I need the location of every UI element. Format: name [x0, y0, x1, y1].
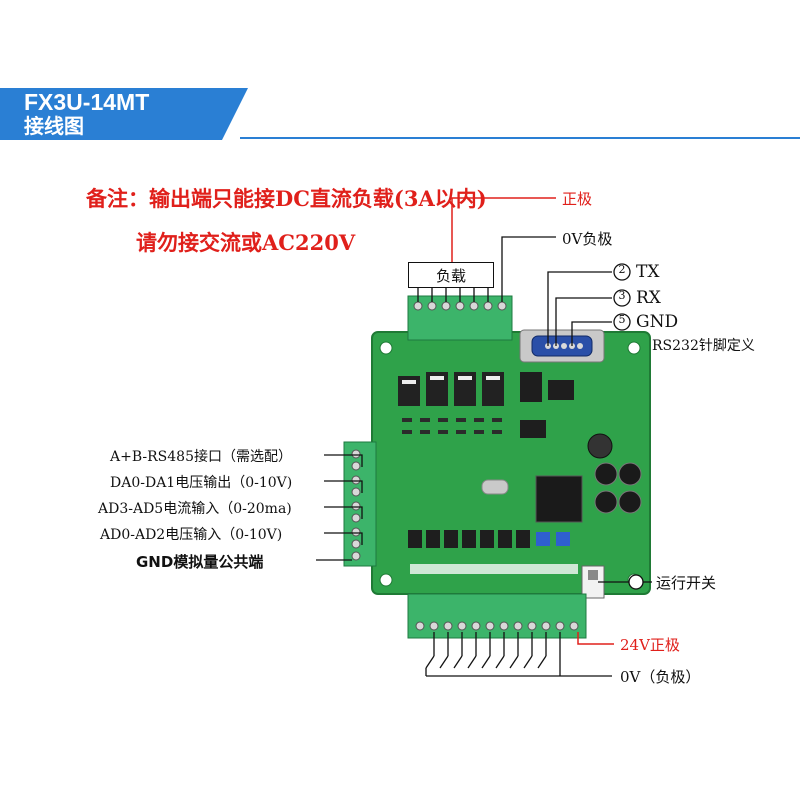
pin-number-circle-rx: [613, 289, 631, 307]
electrolytic-capacitors: [594, 462, 642, 514]
v24-positive-label: 24V正极: [620, 636, 680, 654]
header-band: [0, 88, 248, 140]
ic-chip: [520, 420, 546, 438]
output-transistors: [398, 372, 504, 406]
pin-number-circle-tx: [613, 263, 631, 281]
pin-number-gnd: 5: [618, 313, 626, 326]
input-silkscreen: [410, 564, 578, 574]
input-terminal-block: [407, 593, 587, 639]
warning-note-line2: 请勿接交流或AC220V: [136, 230, 356, 255]
input-terminal-screws: [415, 621, 579, 631]
rx-label: RX: [636, 288, 661, 308]
gnd-common-label: GND模拟量公共端: [136, 553, 264, 571]
ad-current-label: AD3-AD5电流输入（0-20ma): [98, 501, 292, 517]
da-output-label: DA0-DA1电压输出（0-10V): [110, 475, 293, 491]
run-switch-marker: [628, 574, 644, 590]
gnd-leader: [571, 321, 612, 346]
input-switches: [425, 632, 612, 677]
ad-voltage-label: AD0-AD2电压输入（0-10V): [100, 527, 283, 543]
potentiometer: [556, 532, 570, 546]
analog-leaders: [316, 454, 363, 561]
mount-hole: [379, 573, 393, 587]
inductor: [587, 433, 613, 459]
zero-v-leader: [501, 236, 556, 302]
output-terminal-screws: [413, 301, 507, 311]
header-subtitle: 接线图: [24, 114, 84, 138]
optocouplers: [408, 530, 530, 548]
analog-terminal-screws: [351, 449, 361, 561]
pin-number-rx: 3: [618, 289, 626, 302]
ic-chip: [520, 372, 542, 402]
pin-number-tx: 2: [618, 263, 626, 276]
ic-chip: [548, 380, 574, 400]
tx-leader: [547, 271, 612, 346]
positive-leader: [451, 197, 556, 262]
warning-note-line1: 备注：输出端只能接DC直流负载(3A以内): [86, 186, 487, 211]
header-title: FX3U-14MT: [24, 89, 150, 115]
crystal: [481, 479, 509, 495]
rs485-label: A+B-RS485接口（需选配）: [110, 449, 292, 465]
mount-hole: [627, 341, 641, 355]
potentiometer: [536, 532, 550, 546]
run-switch-knob: [588, 570, 598, 580]
rs232-label: RS232针脚定义: [652, 338, 755, 354]
zero-v-negative-label: 0V负极: [562, 230, 613, 248]
pin-number-circle-gnd: [613, 313, 631, 331]
resistor-rows: [402, 418, 502, 434]
v24-leader: [577, 632, 614, 645]
main-mcu: [535, 475, 583, 523]
gnd-label: GND: [636, 312, 679, 332]
load-box: 负载: [408, 262, 494, 288]
mount-hole: [379, 341, 393, 355]
run-switch-label: 运行开关: [656, 574, 717, 592]
load-wires: [417, 288, 489, 302]
tx-label: TX: [636, 262, 660, 282]
zero-v-bottom-label: 0V（负极）: [620, 668, 701, 686]
positive-label: 正极: [562, 190, 593, 208]
rx-leader: [555, 297, 612, 346]
